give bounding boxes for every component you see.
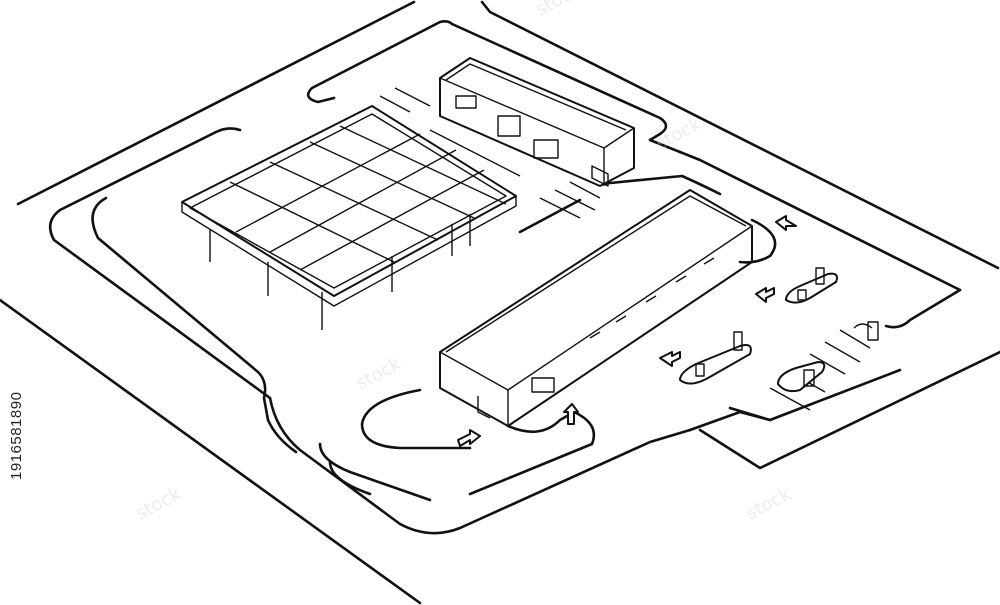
vacuum-islands — [679, 267, 879, 393]
svg-text:stock: stock — [352, 353, 405, 394]
driveway-curbs — [48, 20, 1000, 535]
traffic-direction-arrows — [457, 215, 797, 447]
svg-text:stock: stock — [132, 483, 185, 524]
stock-image-id: 1916581890 — [8, 391, 25, 480]
svg-text:stock: stock — [742, 483, 795, 524]
car-wash-tunnel — [360, 189, 777, 496]
svg-text:stock: stock — [532, 0, 585, 20]
fuel-pump-canopy — [181, 105, 517, 330]
convenience-store-building — [439, 57, 635, 187]
